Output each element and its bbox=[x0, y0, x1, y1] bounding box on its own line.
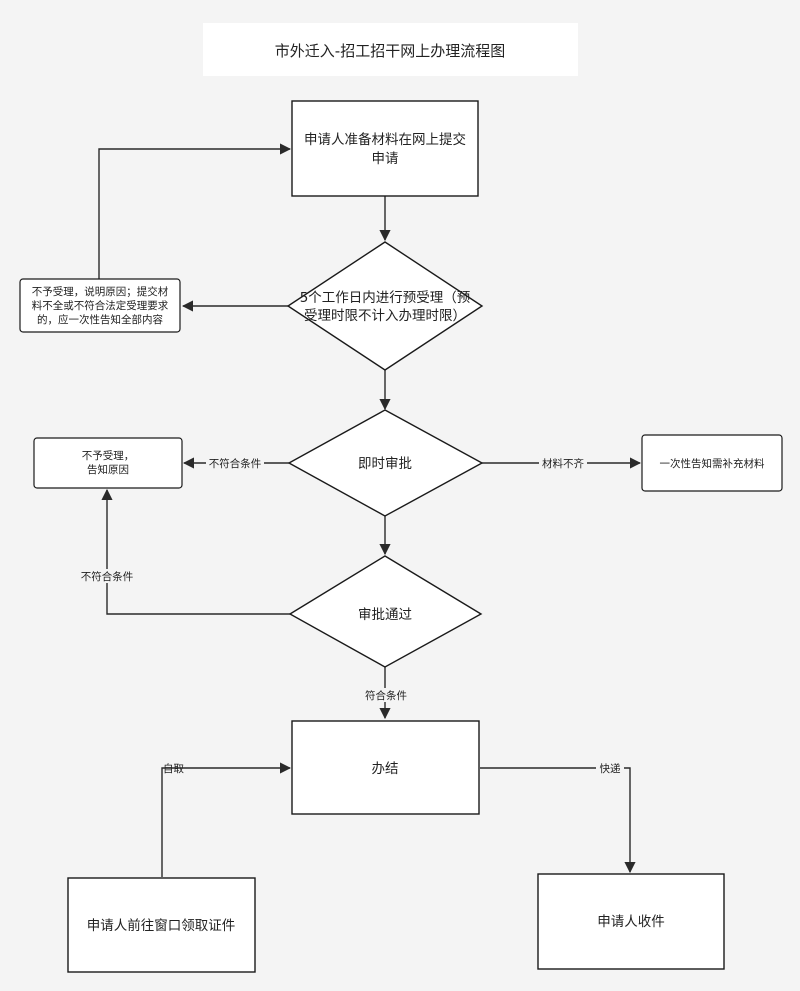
node-reject-left-line-2: 料不全或不符合法定受理要求 bbox=[32, 299, 169, 312]
node-reject-reason: 不予受理， 告知原因 bbox=[33, 437, 183, 489]
node-instant-approval: 即时审批 bbox=[287, 409, 484, 517]
node-notify-supplement-text: 一次性告知需补充材料 bbox=[660, 457, 765, 470]
node-process: 办结 bbox=[291, 720, 480, 815]
label-materials-incomplete: 材料不齐 bbox=[542, 457, 584, 470]
node-reject-left: 不予受理，说明原因；提交材 料不全或不符合法定受理要求 的，应一次性告知全部内容 bbox=[19, 278, 181, 333]
label-express: 快递 bbox=[600, 762, 621, 775]
node-pre-review-line-2: 受理时限不计入办理时限） bbox=[304, 308, 466, 324]
node-submit-line-2: 申请 bbox=[372, 151, 399, 167]
node-pickup-window: 申请人前往窗口领取证件 bbox=[67, 877, 256, 973]
edge-pickup-to-process bbox=[161, 762, 292, 877]
edge-approval-to-reject-reason bbox=[101, 488, 290, 615]
title-group: 市外迁入-招工招干网上办理流程图 bbox=[203, 23, 578, 76]
label-not-qualified-1: 不符合条件 bbox=[209, 457, 262, 470]
node-submit-line-1: 申请人准备材料在网上提交 bbox=[304, 131, 466, 148]
node-process-text: 办结 bbox=[372, 761, 399, 777]
node-pre-review: 5个工作日内进行预受理（预 受理时限不计入办理时限） bbox=[286, 241, 484, 371]
node-pickup-window-text: 申请人前往窗口领取证件 bbox=[87, 917, 236, 934]
node-approval-passed-text: 审批通过 bbox=[358, 607, 412, 623]
node-submit: 申请人准备材料在网上提交 申请 bbox=[291, 100, 479, 197]
title-box bbox=[203, 23, 578, 76]
node-receive-text: 申请人收件 bbox=[597, 914, 665, 930]
node-instant-approval-text: 即时审批 bbox=[358, 456, 412, 472]
label-not-qualified-2: 不符合条件 bbox=[81, 570, 134, 583]
edge-reject-loop-to-submit bbox=[98, 143, 292, 279]
node-reject-left-line-3: 的，应一次性告知全部内容 bbox=[37, 313, 163, 326]
node-reject-left-line-1: 不予受理，说明原因；提交材 bbox=[32, 285, 169, 298]
diagram-title: 市外迁入-招工招干网上办理流程图 bbox=[275, 42, 505, 60]
label-qualified: 符合条件 bbox=[365, 689, 407, 702]
node-approval-passed: 审批通过 bbox=[288, 555, 483, 668]
node-reject-reason-line-2: 告知原因 bbox=[87, 463, 129, 476]
node-receive: 申请人收件 bbox=[537, 873, 725, 970]
label-self-pickup: 自取 bbox=[163, 762, 184, 775]
node-reject-reason-line-1: 不予受理， bbox=[82, 450, 135, 462]
edge-process-to-receive bbox=[480, 767, 636, 874]
node-pre-review-line-1: 5个工作日内进行预受理（预 bbox=[300, 290, 471, 306]
node-notify-supplement: 一次性告知需补充材料 bbox=[641, 434, 783, 492]
